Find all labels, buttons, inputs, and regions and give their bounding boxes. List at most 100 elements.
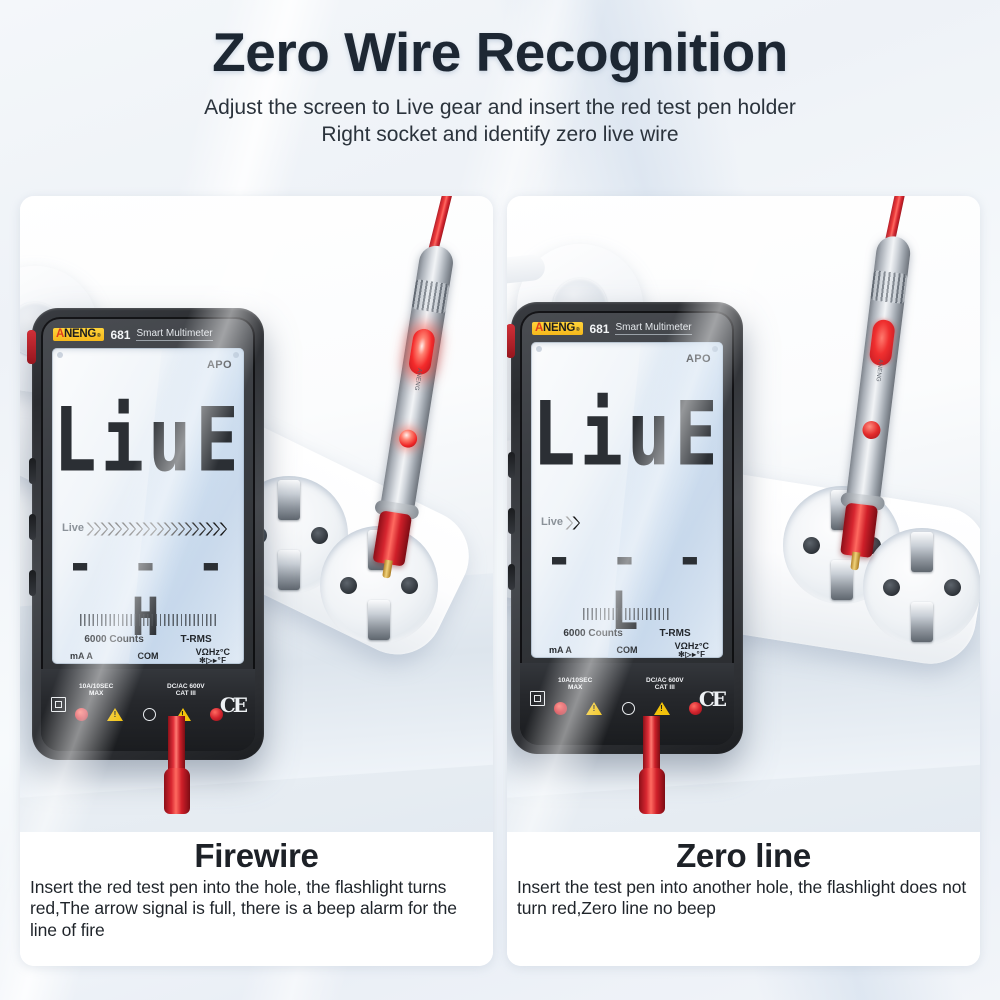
footer-cat-line-2: CAT III [175,690,196,698]
live-chevron-icon [100,522,109,536]
socket-pin-left [340,577,357,594]
footer-cat-line-1: DC/AC 600V [646,677,684,684]
side-button-2[interactable] [508,508,515,534]
caption-title: Firewire [194,837,319,874]
analog-bargraph [80,614,216,626]
ce-mark-icon: CE [698,687,727,711]
probe-banana-plug [372,510,413,567]
ce-mark-icon: CE [219,693,248,717]
live-chevron-icon [572,516,581,530]
live-chevron-icon [163,522,172,536]
footer-max-line-1: 10A/10SEC [558,677,593,684]
socket-pin-right [311,527,328,544]
caption-firewire: Firewire Insert the red test pen into th… [20,832,493,966]
footer-cat-text: DC/AC 600V CAT III [646,677,684,692]
logo-letters-neng: NENG [543,321,576,334]
double-insulation-icon [51,697,66,712]
socket-pin-left [883,579,900,596]
side-button-1[interactable] [508,452,515,478]
lcd-sub-reading: - - - L [545,526,709,637]
side-button-3[interactable] [29,570,36,596]
caption-zeroline: Zero line Insert the test pen into anoth… [507,832,980,966]
footer-max-text: 10A/10SEC MAX [79,683,113,698]
device-footer: CE 10A/10SEC MAX DC/AC 600V CAT III [41,669,255,751]
footer-max-line-2: MAX [88,690,104,698]
port-label-vohm-sub: ✻▷▸°F [199,656,227,664]
trms-label: T-RMS [180,634,212,645]
live-chevron-icon [156,522,165,536]
logo-letters-neng: NENG [64,327,97,340]
footer-jack-red-left [75,707,88,721]
apo-indicator: APO [685,353,711,365]
live-chevron-icon [177,522,186,536]
lcd-corner-tr [712,346,718,352]
live-chevron-icon [205,522,214,536]
meter-lead-plug [164,768,190,814]
device-tagline: Smart Multimeter [136,327,213,341]
footer-row: CE 10A/10SEC MAX DC/AC 600V CAT III [49,683,248,727]
live-chevron-icon [219,522,228,536]
port-label-vohm-main: VΩHz°C [674,641,709,651]
live-chevron-icon [212,522,221,536]
live-arrow-bar: Live [62,520,236,537]
side-button-1[interactable] [29,458,36,484]
caption-body: Insert the red test pen into the hole, t… [30,876,457,940]
footer-jack-com [621,701,635,715]
port-labels: mA A COM VΩHz°C ✻▷▸°F [543,641,711,658]
port-label-ma-a: mA A [549,645,572,655]
live-arrow-bar: Live [541,514,715,531]
footer-cat-line-1: DC/AC 600V [167,683,205,690]
lcd-spec-row: 6000 Counts T-RMS [545,628,709,639]
header: Zero Wire Recognition Adjust the screen … [0,0,1000,148]
live-chevrons [565,516,581,530]
socket-pin-right [401,577,418,594]
live-chevron-icon [142,522,151,536]
warning-yellow-triangle-icon [653,701,670,715]
footer-max-line-2: MAX [567,684,583,692]
live-chevron-icon [184,522,193,536]
footer-jack-red-left [554,701,567,715]
port-label-vohm: VΩHz°C ✻▷▸°F [674,641,709,658]
warning-yellow-triangle-icon [586,701,603,715]
caption-body: Insert the test pen into another hole, t… [517,876,967,919]
counts-label: 6000 Counts [563,628,623,639]
footer-jack-red-right [210,707,223,721]
side-button-3[interactable] [508,564,515,590]
lcd-main-reading: LiuE [532,382,722,486]
live-chevron-icon [565,516,574,530]
lcd-main-reading: LiuE [53,388,243,492]
probe-grip [870,270,908,305]
footer-marks [554,697,702,719]
logo-registered-icon: ® [97,332,101,339]
device-tagline: Smart Multimeter [615,321,692,335]
live-chevron-icon [170,522,179,536]
port-label-com: COM [616,645,638,655]
port-area: mA A COM VΩHz°C ✻▷▸°F [64,647,232,664]
side-button-red[interactable] [507,324,515,358]
live-chevron-icon [121,522,130,536]
lcd-screen: APO LiuE Live - - - H 6000 Counts T-RMS [52,348,244,664]
side-button-red[interactable] [27,330,36,364]
socket-ground-clip-bottom [278,550,300,590]
side-button-2[interactable] [29,514,36,540]
socket-ground-clip-top [278,480,300,520]
live-chevron-icon [128,522,137,536]
meter-lead-plug [639,768,665,814]
live-chevron-icon [198,522,207,536]
live-label: Live [541,516,564,528]
subtitle-line-1: Adjust the screen to Live gear and inser… [204,95,796,119]
footer-cat-line-2: CAT III [654,684,675,692]
footer-max-line-1: 10A/10SEC [79,683,114,690]
socket-pin-right [944,579,961,596]
socket-right [863,528,980,646]
port-labels: mA A COM VΩHz°C ✻▷▸°F [64,647,232,664]
port-label-vohm-sub: ✻▷▸°F [678,650,706,658]
probe-grip [411,278,450,314]
